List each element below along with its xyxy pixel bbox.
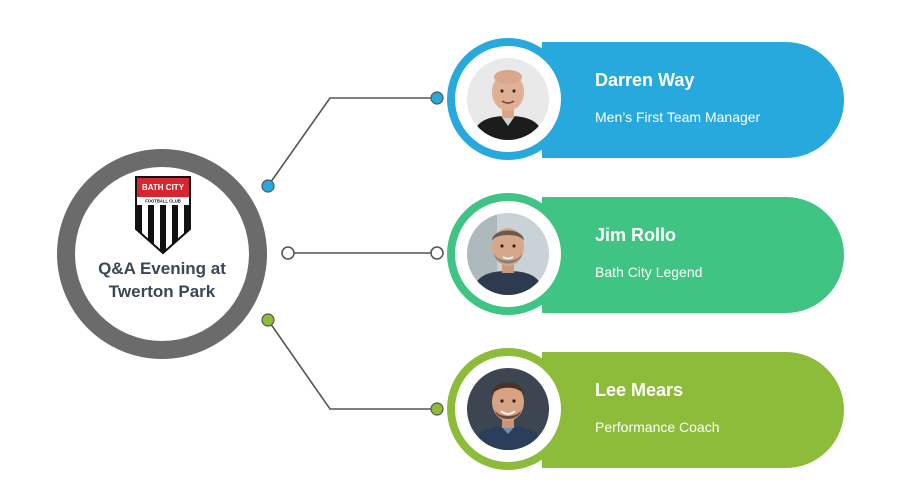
event-title: Q&A Evening at Twerton Park [75,257,249,303]
speaker-card-lee-mears: Lee Mears Performance Coach [447,348,844,470]
speaker-dot-top [430,91,444,105]
hub-dot-middle [281,246,295,260]
connector-top [267,97,437,187]
bath-city-crest-logo: BATH CITY FOOTBALL CLUB [135,176,191,255]
speaker-pill: Jim Rollo Bath City Legend [542,197,844,313]
speaker-role: Performance Coach [595,419,720,435]
event-hub: BATH CITY FOOTBALL CLUB Q&A Evening at T… [57,149,267,359]
crest-sub-text: FOOTBALL CLUB [145,199,181,204]
speaker-name: Jim Rollo [595,225,677,245]
connector-bottom [267,319,437,410]
crest-top-text: BATH CITY [142,183,185,192]
speaker-ring-band [455,356,561,462]
speaker-dot-bottom [430,402,444,416]
speaker-photo-avatar [467,213,549,295]
speaker-card-jim-rollo: Jim Rollo Bath City Legend [447,193,844,315]
speaker-dot-middle [430,246,444,260]
speaker-pill: Lee Mears Performance Coach [542,352,844,468]
speaker-ring-band [455,201,561,307]
speaker-ring [447,38,569,160]
speaker-card-darren-way: Darren Way Men’s First Team Manager [447,38,844,160]
speaker-pill: Darren Way Men’s First Team Manager [542,42,844,158]
speaker-photo-avatar [467,368,549,450]
speaker-role: Men’s First Team Manager [595,109,761,125]
event-title-line-2: Twerton Park [108,282,216,301]
speaker-name: Lee Mears [595,380,684,400]
event-title-line-1: Q&A Evening at [98,259,226,278]
hub-dot-bottom [261,313,275,327]
speaker-photo-avatar [467,58,549,140]
speaker-name: Darren Way [595,70,695,90]
speaker-ring-band [455,46,561,152]
speaker-ring [447,348,569,470]
speaker-role: Bath City Legend [595,264,703,280]
event-hub-inner: BATH CITY FOOTBALL CLUB Q&A Evening at T… [75,167,249,341]
hub-dot-top [261,179,275,193]
speaker-ring [447,193,569,315]
